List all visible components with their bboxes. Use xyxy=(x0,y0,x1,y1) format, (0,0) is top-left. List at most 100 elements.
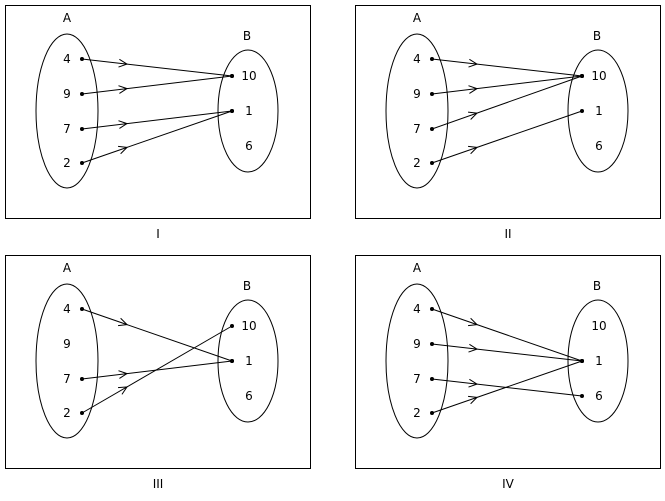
set-a-dot xyxy=(80,161,84,165)
set-a-ellipse xyxy=(35,33,99,189)
set-b-label: B xyxy=(593,29,601,43)
mapping-arrow-line xyxy=(431,308,583,362)
panel-frame xyxy=(5,5,311,219)
set-a-element: 9 xyxy=(413,337,421,351)
set-b-element: 10 xyxy=(241,69,256,83)
arrowhead-icon xyxy=(118,145,129,155)
set-b-element: 10 xyxy=(591,319,606,333)
set-a-element: 9 xyxy=(413,87,421,101)
set-a-element: 9 xyxy=(63,337,71,351)
mapping-arrow-line xyxy=(431,110,583,164)
set-a-element: 7 xyxy=(413,122,421,136)
mapping-arrow-line xyxy=(81,58,233,77)
set-b-element: 1 xyxy=(245,104,253,118)
panel-frame xyxy=(355,5,661,219)
set-a-dot xyxy=(80,92,84,96)
set-b-element: 1 xyxy=(245,354,253,368)
arrowhead-icon xyxy=(117,386,128,395)
set-a-label: A xyxy=(63,261,72,275)
set-a-element: 4 xyxy=(63,52,71,66)
panel-caption: I xyxy=(156,227,160,241)
set-b-dot xyxy=(230,324,234,328)
set-b-dot xyxy=(230,359,234,363)
arrowhead-icon xyxy=(468,395,479,405)
set-a-dot xyxy=(80,57,84,61)
set-a-element: 7 xyxy=(63,372,71,386)
set-a-label: A xyxy=(413,11,422,25)
mapping-arrow-line xyxy=(81,110,233,164)
mapping-arrow-line xyxy=(431,360,583,414)
set-a-dot xyxy=(430,377,434,381)
panel-III: A B 4 9 7 2 10 1 6 xyxy=(5,255,311,469)
set-b-dot xyxy=(230,74,234,78)
set-a-ellipse xyxy=(35,283,99,439)
mapping-arrow-line xyxy=(81,110,233,130)
set-a-dot xyxy=(80,127,84,131)
set-a-ellipse xyxy=(385,33,449,189)
set-b-dot xyxy=(580,74,584,78)
panel-II: A B 4 9 7 2 10 1 6 xyxy=(355,5,661,219)
set-a-element: 2 xyxy=(413,156,421,170)
set-a-element: 4 xyxy=(413,52,421,66)
set-b-label: B xyxy=(243,29,251,43)
panel-caption: III xyxy=(153,477,164,491)
set-b-element: 1 xyxy=(595,104,603,118)
arrowhead-icon xyxy=(468,85,479,94)
set-a-dot xyxy=(80,377,84,381)
set-a-dot xyxy=(430,92,434,96)
arrowhead-icon xyxy=(468,58,479,68)
set-b-element: 6 xyxy=(595,139,603,153)
arrowhead-icon xyxy=(468,145,479,155)
mapping-arrow-line xyxy=(81,75,233,95)
set-a-dot xyxy=(430,307,434,311)
set-b-element: 6 xyxy=(245,139,253,153)
arrowhead-icon xyxy=(467,111,479,120)
set-a-element: 4 xyxy=(63,302,71,316)
set-b-dot xyxy=(580,109,584,113)
set-a-element: 7 xyxy=(63,122,71,136)
mapping-arrow-line xyxy=(431,343,583,362)
set-a-element: 9 xyxy=(63,87,71,101)
arrowhead-icon xyxy=(118,317,129,327)
set-b-element: 6 xyxy=(595,389,603,403)
mapping-arrow-line xyxy=(81,325,233,414)
mapping-arrow-line xyxy=(81,308,233,362)
set-a-element: 2 xyxy=(63,156,71,170)
arrowhead-icon xyxy=(118,85,129,94)
set-b-label: B xyxy=(593,279,601,293)
set-b-element: 10 xyxy=(241,319,256,333)
set-a-label: A xyxy=(63,11,72,25)
set-a-label: A xyxy=(413,261,422,275)
set-b-dot xyxy=(230,109,234,113)
mapping-arrow-line xyxy=(431,58,583,77)
panel-frame xyxy=(5,255,311,469)
set-a-dot xyxy=(430,57,434,61)
set-b-element: 1 xyxy=(595,354,603,368)
panel-frame xyxy=(355,255,661,469)
set-b-ellipse xyxy=(217,299,279,423)
set-a-element: 4 xyxy=(413,302,421,316)
arrowhead-icon xyxy=(468,343,479,353)
arrowhead-icon xyxy=(468,378,479,388)
panel-I: A B 4 9 7 2 10 1 6 xyxy=(5,5,311,219)
set-b-ellipse xyxy=(567,49,629,173)
set-a-dot xyxy=(430,161,434,165)
panel-caption: IV xyxy=(502,477,515,491)
panel-caption: II xyxy=(504,227,511,241)
arrowhead-icon xyxy=(468,317,479,327)
set-a-element: 2 xyxy=(63,406,71,420)
set-a-element: 2 xyxy=(413,406,421,420)
set-a-dot xyxy=(80,411,84,415)
set-b-element: 6 xyxy=(245,389,253,403)
mapping-arrow-line xyxy=(431,75,583,95)
set-a-dot xyxy=(430,411,434,415)
arrowhead-icon xyxy=(118,120,129,129)
arrowhead-icon xyxy=(118,58,129,68)
set-b-element: 10 xyxy=(591,69,606,83)
set-a-dot xyxy=(430,342,434,346)
set-a-dot xyxy=(80,307,84,311)
set-b-label: B xyxy=(243,279,251,293)
